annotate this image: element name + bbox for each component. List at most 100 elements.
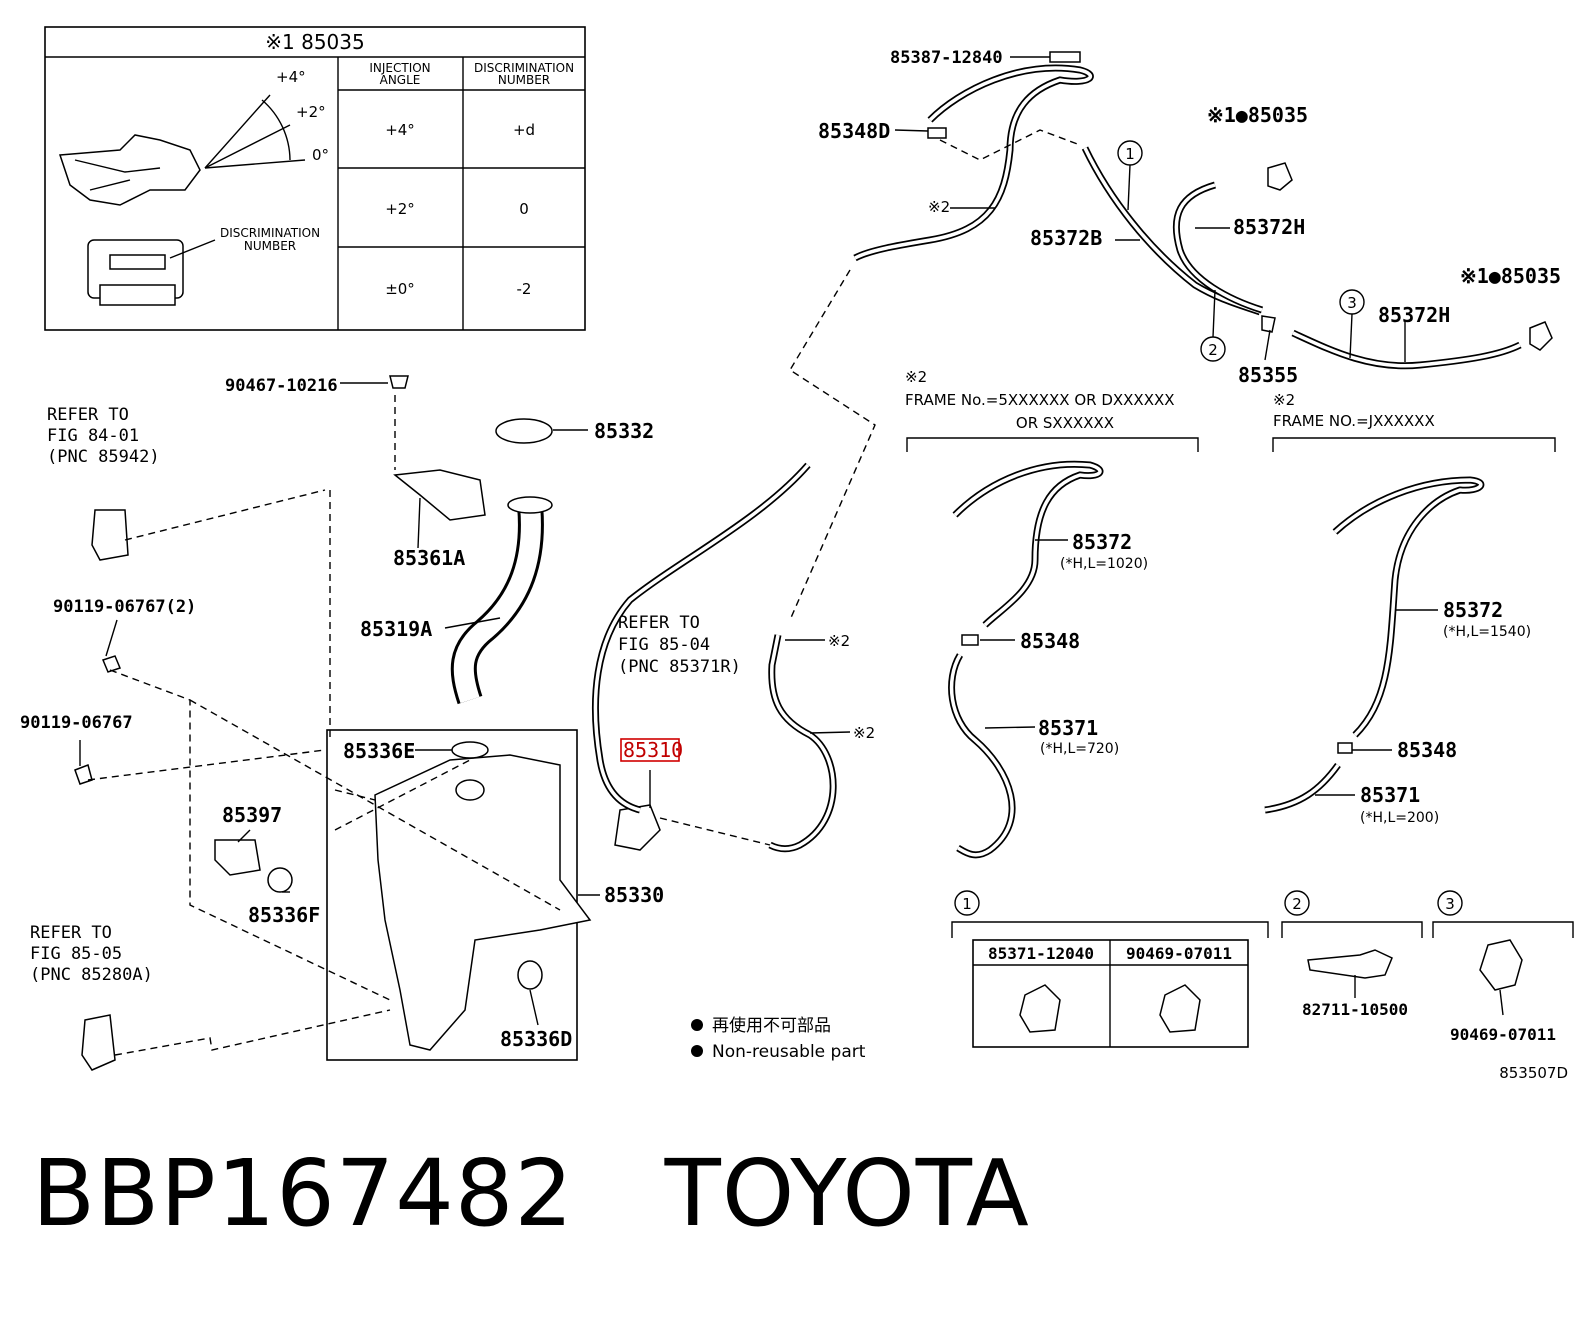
label-85371-b: 85371 — [1360, 783, 1420, 807]
note-star2-low: ※2 — [853, 724, 875, 742]
legend-en: Non-reusable part — [712, 1042, 866, 1062]
col-injection-l1: INJECTION — [369, 61, 430, 75]
callout-3-top-text: 3 — [1347, 294, 1357, 312]
refer-note-1-line1: REFER TO — [47, 405, 129, 425]
label-85397: 85397 — [222, 803, 282, 827]
label-85336D: 85336D — [500, 1027, 572, 1051]
pump-85310-shape — [614, 804, 661, 851]
joint-85355-shape — [1261, 315, 1276, 333]
bullet-icon — [691, 1045, 703, 1057]
disc-label-l1: DISCRIMINATION — [220, 226, 320, 240]
cap-85332-shape — [495, 418, 553, 444]
label-85035-b: ※1●85035 — [1460, 264, 1561, 288]
label-85372-b: 85372 — [1443, 598, 1503, 622]
bolt-90467-shape — [389, 375, 409, 389]
clamp-90469-07011-b-shape — [1479, 939, 1523, 991]
inset-border — [44, 26, 586, 331]
frame-a-note: ※2 — [905, 368, 927, 386]
grommet-85336F-shape — [267, 867, 293, 893]
sensor-85397-shape — [214, 839, 261, 876]
nozzle-85035-a-shape — [1267, 162, 1293, 191]
discrimination-sketch: DISCRIMINATION NUMBER — [87, 226, 320, 306]
bolt-90119-b-shape — [74, 764, 93, 785]
detail-1-callout: 1 — [962, 895, 972, 913]
label-85372H-a: 85372H — [1233, 215, 1305, 239]
label-85372H-b: 85372H — [1378, 303, 1450, 327]
label-85310[interactable]: 85310 — [623, 738, 683, 762]
detail-1: 1 85371-12040 90469-07011 — [951, 890, 1269, 1048]
nozzle-angle-sketch: +4° +2° 0° — [58, 68, 329, 206]
label-85330: 85330 — [604, 883, 664, 907]
label-85035-a: ※1●85035 — [1207, 103, 1308, 127]
disc-label-l2: NUMBER — [244, 239, 296, 253]
detail-1-left-label: 85371-12040 — [988, 944, 1094, 963]
label-85348-a: 85348 — [1020, 629, 1080, 653]
callout-1-top: 1 — [1117, 140, 1143, 211]
label-85336E: 85336E — [343, 739, 415, 763]
label-85371-a: 85371 — [1038, 716, 1098, 740]
refer-note-2-line1: REFER TO — [618, 613, 700, 633]
part-number-title: BBP167482 TOYOTA — [32, 1140, 1030, 1247]
col-discrimination-l2: NUMBER — [498, 73, 550, 87]
label-90119-06767-2: 90119-06767(2) — [53, 597, 196, 617]
label-85372-a: 85372 — [1072, 530, 1132, 554]
detail-2-label: 82711-10500 — [1302, 1000, 1408, 1019]
detail-3-label: 90469-07011 — [1450, 1025, 1556, 1044]
label-85336F: 85336F — [248, 903, 320, 927]
label-85371-a-length: (*H,L=720) — [1040, 741, 1119, 757]
tank-assembly — [74, 375, 837, 1071]
detail-2: 2 82711-10500 — [1281, 890, 1423, 1019]
pump-85280A-shape — [81, 1014, 116, 1071]
frame-variant-b: ※2 FRAME NO.=JXXXXXX 85372 (*H,L=1540) 8… — [1264, 391, 1556, 826]
refer-note-3-line3: (PNC 85280A) — [30, 965, 153, 985]
label-85355: 85355 — [1238, 363, 1298, 387]
refer-note-1-line3: (PNC 85942) — [47, 447, 160, 467]
joint-85348D-shape — [927, 127, 947, 139]
col-injection-l2: ANGLE — [380, 73, 421, 87]
callout-2-top: 2 — [1200, 289, 1226, 362]
detail-3-callout: 3 — [1445, 895, 1455, 913]
note-star2-top: ※2 — [928, 198, 950, 216]
refer-note-3-line2: FIG 85-05 — [30, 944, 122, 964]
frame-b-line: FRAME NO.=JXXXXXX — [1273, 412, 1435, 430]
refer-note-2-line2: FIG 85-04 — [618, 635, 710, 655]
frame-a-line1: FRAME No.=5XXXXXX OR DXXXXXX — [905, 391, 1175, 409]
label-85348D: 85348D — [818, 119, 890, 143]
frame-variant-a: ※2 FRAME No.=5XXXXXX OR DXXXXXX OR SXXXX… — [905, 368, 1199, 859]
clamp-90469-07011-shape — [1159, 984, 1201, 1033]
label-85372-b-length: (*H,L=1540) — [1443, 624, 1531, 640]
detail-2-callout: 2 — [1292, 895, 1302, 913]
label-85372-a-length: (*H,L=1020) — [1060, 556, 1148, 572]
tank-box — [326, 729, 578, 1061]
refer-note-2: REFER TO FIG 85-04 (PNC 85371R) — [618, 613, 741, 677]
clip-82711-10500-shape — [1307, 949, 1393, 979]
label-85332: 85332 — [594, 419, 654, 443]
callout-1-top-text: 1 — [1125, 145, 1135, 163]
row1-number: +d — [513, 121, 535, 139]
washer-tank-shape — [374, 754, 592, 1051]
label-85372B: 85372B — [1030, 226, 1102, 250]
filler-neck-85319A-top — [507, 496, 553, 514]
diagram-code: 853507D — [1499, 1064, 1568, 1082]
top-hose-assembly — [789, 51, 1553, 621]
row1-angle: +4° — [385, 121, 415, 139]
clip-85387-shape — [1049, 51, 1081, 63]
refer-note-3-line1: REFER TO — [30, 923, 112, 943]
connector-85942-shape — [91, 509, 129, 561]
inset-header: ※1 85035 — [265, 30, 364, 54]
refer-note-1: REFER TO FIG 84-01 (PNC 85942) — [47, 405, 160, 467]
label-85319A: 85319A — [360, 617, 432, 641]
nozzle-85035-b-shape — [1529, 321, 1553, 351]
callout-3-top: 3 — [1339, 289, 1365, 359]
row3-angle: ±0° — [385, 280, 415, 298]
detail-3: 3 90469-07011 — [1432, 890, 1574, 1044]
refer-note-3: REFER TO FIG 85-05 (PNC 85280A) — [30, 923, 153, 985]
row3-number: -2 — [517, 280, 532, 298]
inset-panel: ※1 85035 INJECTION ANGLE DISCRIMINATION … — [44, 26, 586, 331]
frame-a-line2: OR SXXXXXX — [1016, 414, 1114, 432]
row2-number: 0 — [519, 200, 529, 218]
bolt-90119-a-shape — [101, 655, 122, 673]
angle-plus2: +2° — [296, 103, 326, 121]
note-star2-mid: ※2 — [828, 632, 850, 650]
